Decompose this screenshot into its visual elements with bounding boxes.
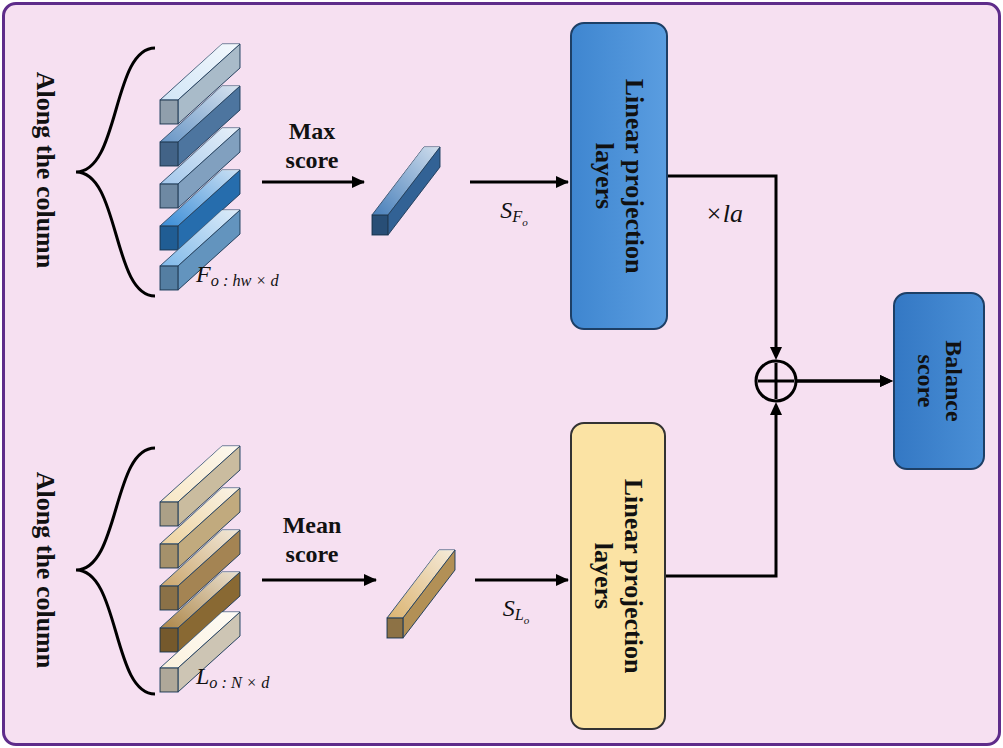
connector [666, 375, 893, 576]
arrow [470, 181, 568, 184]
arrowhead [880, 375, 893, 387]
box-title: Linear projection layers [588, 456, 648, 696]
edge-label: ×la [705, 199, 743, 229]
curly-brace [76, 48, 155, 296]
shape-label: Fo : hw × d [196, 261, 279, 288]
arrow [475, 579, 568, 582]
score-symbol: SFo [500, 197, 528, 224]
box-title: Balance score [911, 321, 966, 441]
operation-label: Max score [286, 117, 339, 175]
connector [668, 176, 893, 387]
arrow [262, 181, 364, 184]
max-score-bar [372, 147, 440, 235]
score-symbol: SLo [503, 595, 530, 622]
plus-sign [758, 363, 794, 399]
sum-circle [756, 361, 796, 401]
curly-brace [76, 448, 155, 694]
box-title: Linear projection layers [589, 56, 649, 296]
connector-line [668, 176, 881, 381]
arrow [262, 579, 376, 582]
arrowhead [770, 402, 782, 415]
arrowhead [880, 375, 893, 387]
connector-line [666, 381, 881, 576]
arrowhead [770, 347, 782, 360]
mean-score-bar [387, 550, 455, 638]
projection-box: Linear projection layers [570, 422, 666, 730]
output-box: Balance score [893, 292, 985, 470]
axis-label: Along the column [30, 72, 60, 268]
operation-label: Mean score [283, 511, 342, 569]
axis-label: Along the column [30, 472, 60, 668]
shape-label: Lo : N × d [196, 663, 269, 690]
projection-box: Linear projection layers [570, 22, 668, 330]
